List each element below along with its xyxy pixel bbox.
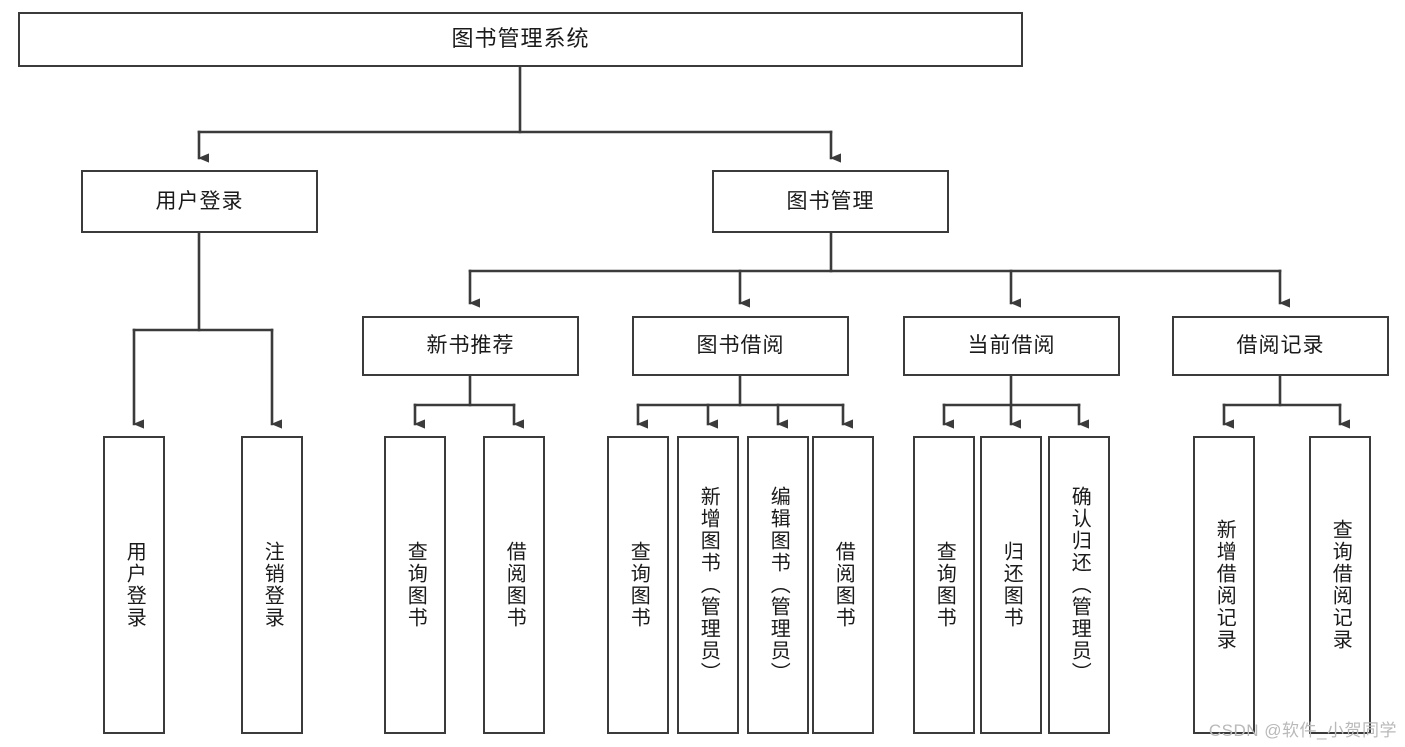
leaf-recommend-borrow-book[interactable]: 借阅图书 (483, 436, 545, 734)
node-user-login[interactable]: 用户登录 (81, 170, 318, 233)
node-label: 当前借阅 (967, 334, 1056, 358)
leaf-current-return-book[interactable]: 归还图书 (980, 436, 1042, 734)
leaf-label: 查询图书 (404, 541, 427, 629)
leaf-user-login-signin[interactable]: 用户登录 (103, 436, 165, 734)
leaf-label: 借阅图书 (503, 541, 526, 629)
leaf-label: 用户登录 (123, 541, 146, 629)
node-root-system[interactable]: 图书管理系统 (18, 12, 1023, 67)
leaf-borrow-edit-book-admin[interactable]: 编辑图书（管理员） (747, 436, 809, 734)
leaf-label: 借阅图书 (832, 541, 855, 629)
leaf-label: 新增图书（管理员） (697, 486, 720, 684)
node-label: 图书借阅 (696, 334, 785, 358)
node-label: 图书管理系统 (451, 26, 590, 52)
leaf-current-query-book[interactable]: 查询图书 (913, 436, 975, 734)
leaf-label: 确认归还（管理员） (1068, 486, 1091, 684)
leaf-label: 注销登录 (261, 541, 284, 629)
node-label: 图书管理 (786, 189, 875, 213)
leaf-label: 编辑图书（管理员） (767, 486, 790, 684)
node-current-borrow[interactable]: 当前借阅 (903, 316, 1120, 376)
node-new-book-recommend[interactable]: 新书推荐 (362, 316, 579, 376)
leaf-recommend-query-book[interactable]: 查询图书 (384, 436, 446, 734)
leaf-current-confirm-return-admin[interactable]: 确认归还（管理员） (1048, 436, 1110, 734)
node-label: 用户登录 (155, 189, 244, 213)
node-label: 新书推荐 (426, 334, 515, 358)
leaf-borrow-add-book-admin[interactable]: 新增图书（管理员） (677, 436, 739, 734)
node-book-borrow[interactable]: 图书借阅 (632, 316, 849, 376)
node-borrow-record[interactable]: 借阅记录 (1172, 316, 1389, 376)
leaf-record-add-record[interactable]: 新增借阅记录 (1193, 436, 1255, 734)
leaf-record-query-record[interactable]: 查询借阅记录 (1309, 436, 1371, 734)
leaf-user-login-signout[interactable]: 注销登录 (241, 436, 303, 734)
leaf-label: 查询借阅记录 (1329, 519, 1352, 651)
leaf-borrow-query-book[interactable]: 查询图书 (607, 436, 669, 734)
node-label: 借阅记录 (1236, 334, 1325, 358)
leaf-label: 查询图书 (627, 541, 650, 629)
leaf-label: 新增借阅记录 (1213, 519, 1236, 651)
leaf-label: 查询图书 (933, 541, 956, 629)
watermark-text: CSDN @软件_小贺同学 (1208, 721, 1397, 740)
leaf-borrow-borrow-book[interactable]: 借阅图书 (812, 436, 874, 734)
leaf-label: 归还图书 (1000, 541, 1023, 629)
node-book-management[interactable]: 图书管理 (712, 170, 949, 233)
